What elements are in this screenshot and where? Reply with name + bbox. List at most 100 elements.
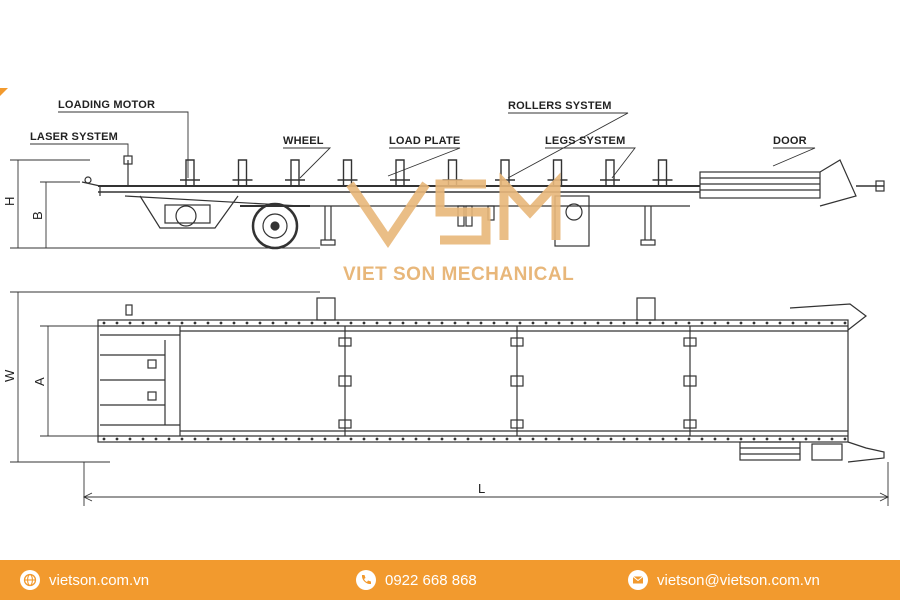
- rivet: [245, 321, 249, 325]
- rivet: [284, 437, 288, 441]
- rivet: [596, 321, 600, 325]
- rivet: [193, 437, 197, 441]
- rivet: [232, 437, 236, 441]
- rivet: [557, 321, 561, 325]
- dim-a: A: [32, 377, 47, 386]
- rivet: [388, 437, 392, 441]
- rivet: [115, 437, 119, 441]
- roller-post: [185, 159, 195, 186]
- footer-website-text[interactable]: vietson.com.vn: [49, 571, 150, 589]
- rivet: [635, 321, 639, 325]
- height-dimensions: [10, 159, 320, 249]
- rivet: [817, 437, 821, 441]
- rivet: [258, 321, 262, 325]
- rivet: [167, 437, 171, 441]
- rivet: [518, 437, 522, 441]
- label-wheel: WHEEL: [283, 135, 324, 147]
- rivet: [271, 321, 275, 325]
- footer-email[interactable]: vietson@vietson.com.vn: [628, 560, 820, 600]
- rivet: [206, 321, 210, 325]
- rivet: [453, 321, 457, 325]
- vsm-logo-watermark: [346, 172, 561, 249]
- watermark-company: VIET SON MECHANICAL: [343, 264, 574, 285]
- label-loading-motor: LOADING MOTOR: [58, 99, 155, 111]
- rivet: [102, 437, 106, 441]
- footer-website[interactable]: vietson.com.vn: [20, 560, 149, 600]
- envelope-icon: [628, 570, 648, 590]
- rivet: [791, 437, 795, 441]
- side-view: [81, 155, 885, 250]
- rivet: [427, 321, 431, 325]
- label-leaders: [30, 111, 816, 179]
- rivet: [310, 437, 314, 441]
- rivet: [219, 437, 223, 441]
- rivet: [713, 321, 717, 325]
- rivet: [375, 321, 379, 325]
- roller-post: [395, 159, 405, 186]
- dim-l: L: [478, 481, 485, 496]
- rivet: [648, 321, 652, 325]
- rivet: [739, 437, 743, 441]
- rivet: [609, 321, 613, 325]
- roller-post: [552, 159, 563, 186]
- rivet: [674, 321, 678, 325]
- label-laser-system: LASER SYSTEM: [30, 131, 118, 143]
- rivet: [778, 437, 782, 441]
- roller-post: [237, 159, 248, 186]
- rivet: [570, 321, 574, 325]
- roller-post: [290, 159, 300, 186]
- rivet: [206, 437, 210, 441]
- rivet-row: [102, 321, 847, 441]
- rivet: [466, 437, 470, 441]
- roller-post: [447, 159, 458, 186]
- rivet: [427, 437, 431, 441]
- rivet: [661, 437, 665, 441]
- rivet: [570, 437, 574, 441]
- footer-phone[interactable]: 0922 668 868: [356, 560, 477, 600]
- rivet: [583, 437, 587, 441]
- rivet: [505, 437, 509, 441]
- rivet: [531, 437, 535, 441]
- label-door: DOOR: [773, 135, 807, 147]
- rivet: [271, 437, 275, 441]
- rivet: [739, 321, 743, 325]
- corner-accent: [0, 88, 8, 96]
- roller-post: [657, 159, 668, 186]
- rivet: [843, 321, 847, 325]
- label-load-plate: LOAD PLATE: [389, 135, 460, 147]
- rivet: [362, 321, 366, 325]
- rivet: [336, 437, 340, 441]
- rivet: [388, 321, 392, 325]
- rivet: [635, 437, 639, 441]
- rivet: [752, 321, 756, 325]
- footer-phone-text[interactable]: 0922 668 868: [385, 571, 477, 589]
- rivet: [414, 321, 418, 325]
- rivet: [310, 321, 314, 325]
- label-rollers-system: ROLLERS SYSTEM: [508, 100, 612, 112]
- rivet: [713, 437, 717, 441]
- rivet: [804, 437, 808, 441]
- rivet: [167, 321, 171, 325]
- rivet: [765, 437, 769, 441]
- rivet: [583, 321, 587, 325]
- rivet: [700, 437, 704, 441]
- rivet: [219, 321, 223, 325]
- rivet: [362, 437, 366, 441]
- rivet: [687, 437, 691, 441]
- rivet: [154, 321, 158, 325]
- rivet: [622, 437, 626, 441]
- rivet: [648, 437, 652, 441]
- rivet: [453, 437, 457, 441]
- rivet: [492, 437, 496, 441]
- rivet: [401, 321, 405, 325]
- trailer-technical-drawing: LOADING MOTOR LASER SYSTEM WHEEL LOAD PL…: [0, 88, 890, 506]
- rivet: [102, 321, 106, 325]
- dim-b: B: [30, 211, 45, 220]
- rivet: [830, 437, 834, 441]
- footer-email-text[interactable]: vietson@vietson.com.vn: [657, 571, 820, 589]
- rivet: [336, 321, 340, 325]
- rivet: [544, 437, 548, 441]
- rivet: [375, 437, 379, 441]
- rivet: [258, 437, 262, 441]
- rivet: [180, 437, 184, 441]
